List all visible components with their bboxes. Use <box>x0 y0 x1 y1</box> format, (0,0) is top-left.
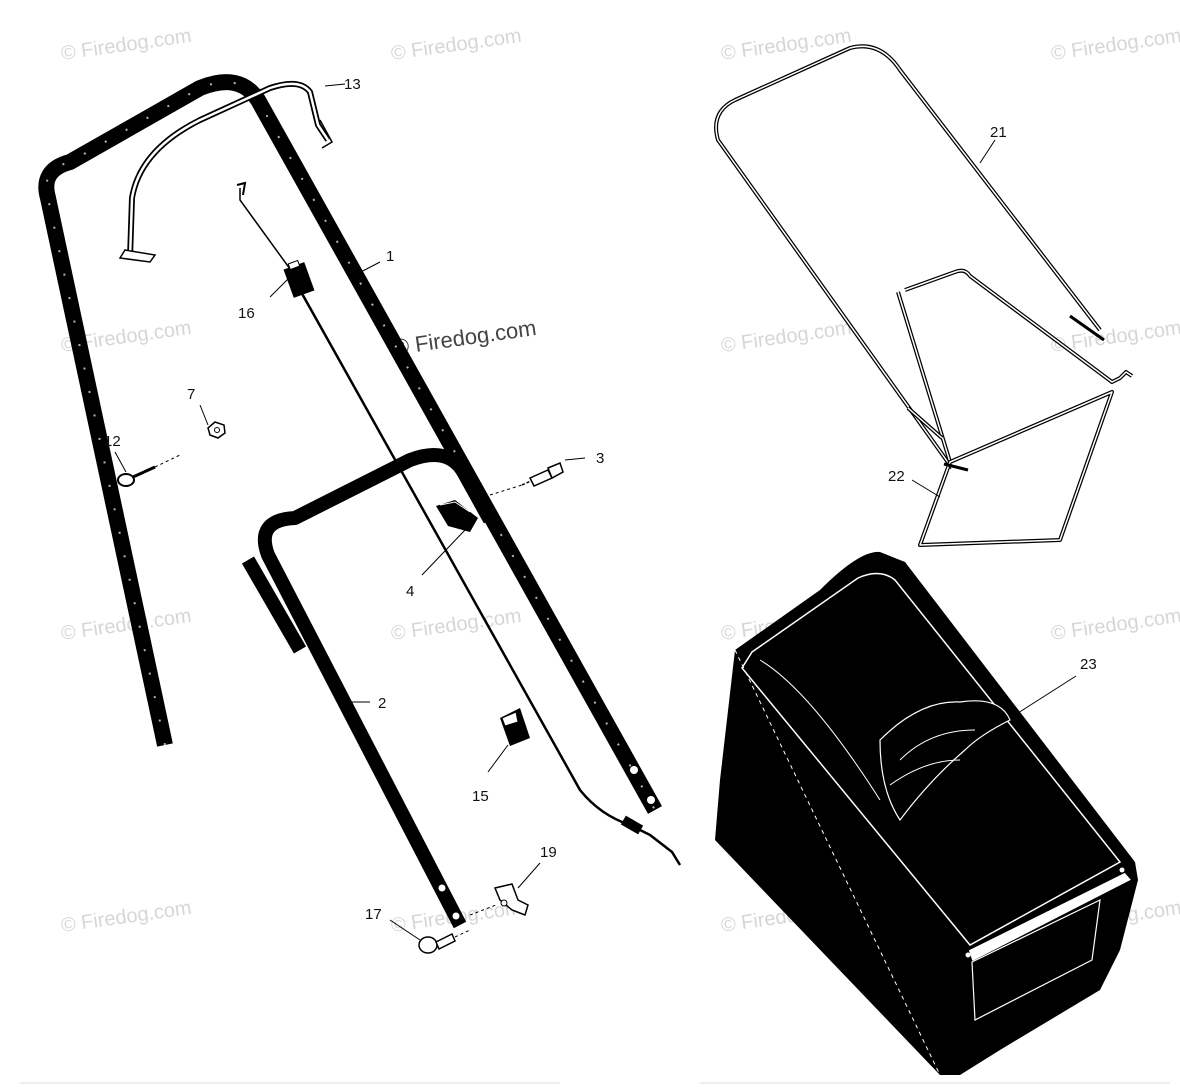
callout-1: 1 <box>386 248 394 265</box>
bag-frame-top-part <box>714 44 1105 470</box>
control-bail-part <box>118 80 334 263</box>
bag-frame-bottom-part <box>896 268 1134 547</box>
callout-21: 21 <box>990 124 1007 141</box>
watermark-text: © Firedog.com <box>390 25 523 65</box>
callout-19: 19 <box>540 844 557 861</box>
callout-4: 4 <box>406 583 414 600</box>
watermark-text: © Firedog.com <box>1050 25 1180 65</box>
watermark-text: © Firedog.com <box>60 897 193 937</box>
wing-knob-part <box>469 883 529 916</box>
cable-guide-part <box>436 500 478 532</box>
eye-bolt-part <box>117 454 181 487</box>
callout-17: 17 <box>365 906 382 923</box>
upper-handle-part <box>38 74 662 814</box>
cable-clip-part <box>500 708 530 746</box>
center-watermark: © Firedog.com <box>391 315 538 360</box>
watermark-text: © Firedog.com <box>720 25 853 65</box>
nut-part <box>207 421 226 439</box>
leader-lines <box>114 83 1077 941</box>
callout-7: 7 <box>187 386 195 403</box>
watermark-text: © Firedog.com <box>1050 605 1180 645</box>
throttle-cable-part <box>236 181 682 866</box>
callout-16: 16 <box>238 305 255 322</box>
carriage-bolt-part <box>418 929 471 954</box>
grass-bag-part <box>715 551 1138 1076</box>
watermark-text: © Firedog.com <box>390 605 523 645</box>
callout-2: 2 <box>378 695 386 712</box>
callout-22: 22 <box>888 468 905 485</box>
watermark-text: © Firedog.com <box>720 317 853 357</box>
callout-labels: 13 1 16 7 12 3 4 2 15 17 19 21 22 23 <box>104 76 1097 923</box>
callout-3: 3 <box>596 450 604 467</box>
lower-handle-part <box>241 448 497 929</box>
bolt-part <box>489 461 564 496</box>
callout-15: 15 <box>472 788 489 805</box>
callout-23: 23 <box>1080 656 1097 673</box>
watermark-text: © Firedog.com <box>60 25 193 65</box>
callout-13: 13 <box>344 76 361 93</box>
callout-12: 12 <box>104 433 121 450</box>
watermark-text: © Firedog.com <box>60 605 193 645</box>
